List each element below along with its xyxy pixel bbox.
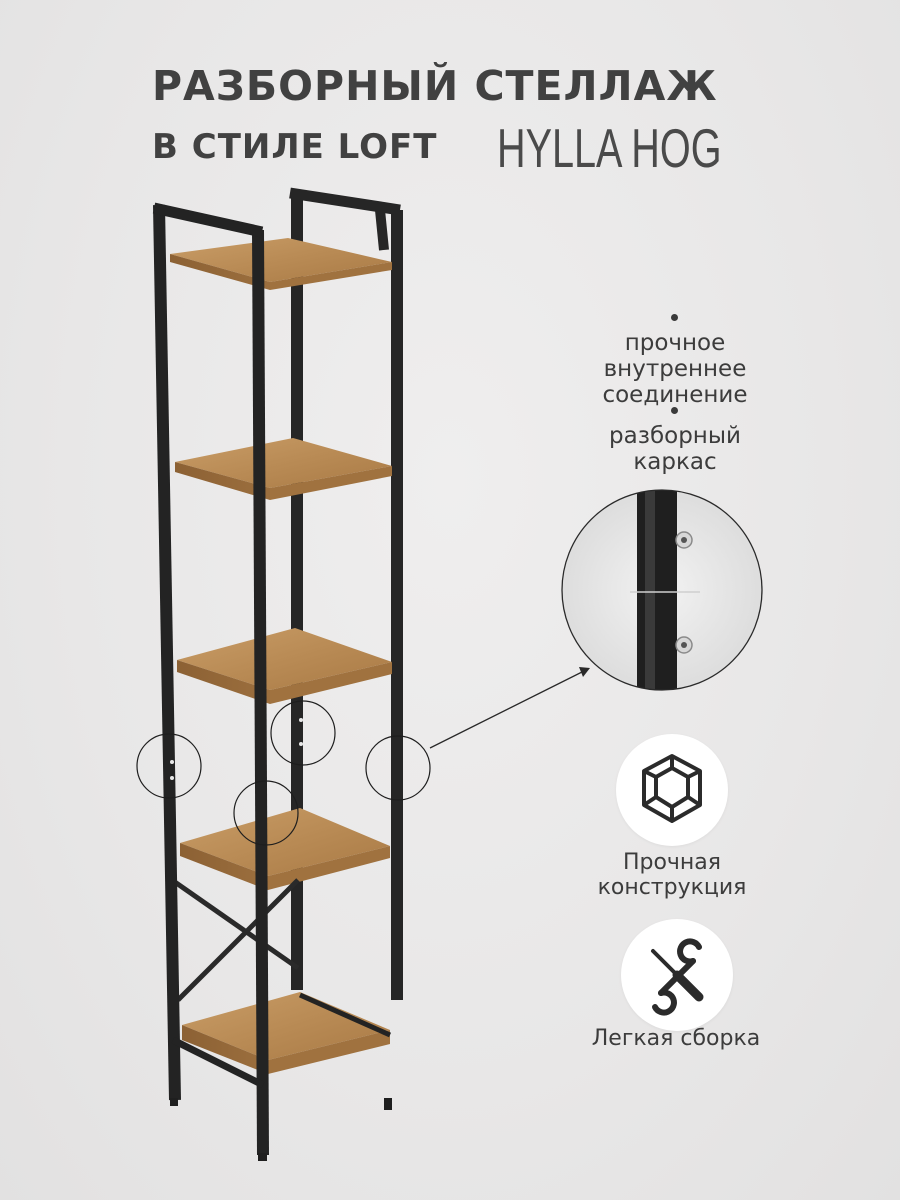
shelves [170, 238, 392, 1074]
feature-strong-joint: прочное внутреннее соединение [575, 330, 775, 408]
joint-callouts [136, 700, 431, 846]
title-line-1: РАЗБОРНЫЙ СТЕЛЛАЖ [152, 62, 718, 110]
caption-line: конструкция [597, 875, 747, 900]
benefit-assembly-badge [621, 919, 733, 1031]
feature-line: каркас [633, 449, 717, 475]
model-name: HYLLA HOG [497, 117, 722, 179]
feature-line: соединение [602, 382, 748, 408]
feature-line: разборный [609, 423, 741, 449]
feature-line: прочное [624, 330, 726, 356]
cube-frame-icon [642, 754, 702, 823]
front-frame [152, 202, 392, 1156]
caption-line: Прочная [622, 850, 722, 875]
feature-line: внутреннее [603, 356, 747, 382]
feet [170, 1098, 392, 1161]
feature-bullet [671, 407, 678, 414]
benefit-construction-caption: Прочная конструкция [572, 850, 772, 900]
joint-bolts [170, 718, 303, 780]
wrench-screwdriver-icon [651, 938, 704, 1016]
caption-line: Легкая сборка [591, 1026, 761, 1051]
joint-zoom-detail [561, 489, 763, 691]
benefit-assembly-caption: Легкая сборка [576, 1026, 776, 1051]
feature-collapsible-frame: разборный каркас [575, 423, 775, 475]
feature-bullet [671, 314, 678, 321]
callout-pointer [429, 671, 583, 749]
benefit-construction-badge [616, 734, 728, 846]
cross-brace [170, 877, 300, 1002]
title-line-2: В СТИЛЕ LOFT [152, 127, 438, 167]
